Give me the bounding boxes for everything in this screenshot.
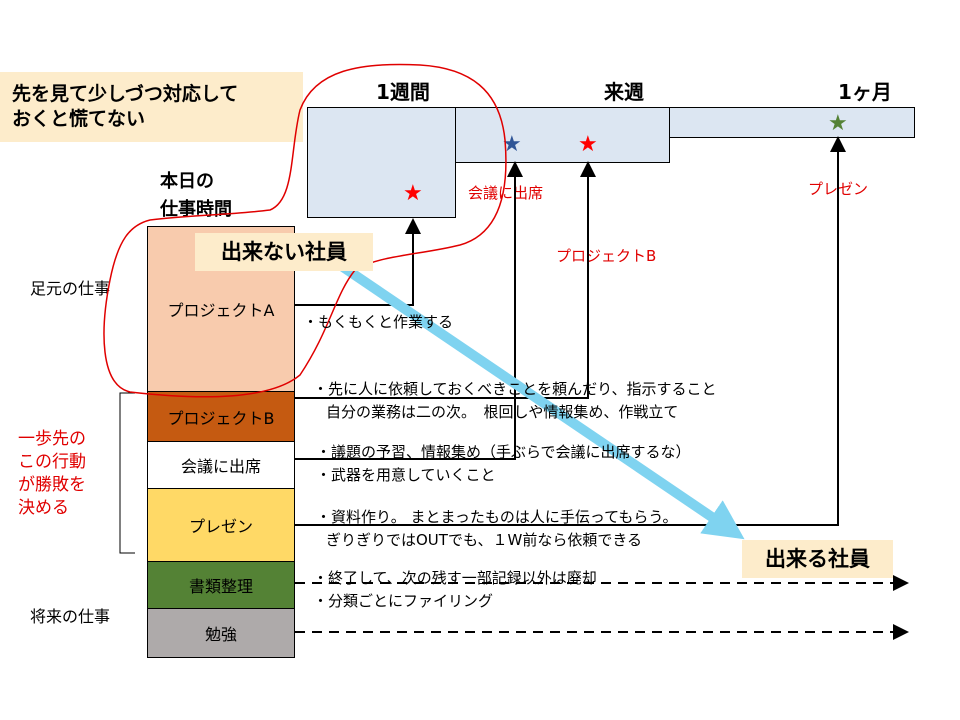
callout-box: 先を見て少しづつ対応して おくと慌てない xyxy=(0,72,303,142)
callout-line1: 先を見て少しづつ対応して xyxy=(12,83,239,105)
timeline-next-week xyxy=(455,107,670,163)
star-icon-project-b: ★ xyxy=(578,132,598,157)
label-current-work: 足元の仕事 xyxy=(30,279,111,298)
milestone-project-b: プロジェクトB xyxy=(556,247,657,265)
bracket xyxy=(119,392,135,554)
note-documents-2: ・分類ごとにファイリング xyxy=(313,592,494,610)
key-line: この行動 xyxy=(18,452,86,472)
timeline-label-month1: 1ヶ月 xyxy=(838,80,892,104)
label-good-employee: 出来る社員 xyxy=(742,540,893,578)
block-label: 書類整理 xyxy=(188,577,253,596)
label-bad-employee: 出来ない社員 xyxy=(195,233,373,271)
key-line: 一歩先の xyxy=(18,429,86,449)
arrow-project-b xyxy=(295,161,596,399)
star-icon-presentation: ★ xyxy=(828,111,848,136)
block-meeting: 会議に出席 xyxy=(147,441,295,489)
note-meeting-2: ・武器を用意していくこと xyxy=(316,466,496,484)
timeline-month1 xyxy=(669,107,915,138)
note-project-b-1: ・先に人に依頼しておくべきことを頼んだり、指示すること xyxy=(313,380,717,398)
milestone-meeting: 会議に出席 xyxy=(468,184,544,202)
note-presentation-1: ・資料作り。 まとまったものは人に手伝ってもらう。 xyxy=(316,508,678,526)
block-label: 勉強 xyxy=(204,625,237,644)
star-icon-project-a: ★ xyxy=(403,181,423,206)
label-future-work: 将来の仕事 xyxy=(30,607,111,626)
arrow-presentation xyxy=(295,136,846,526)
arrow-project-a xyxy=(295,218,421,306)
block-label: プロジェクトA xyxy=(167,301,275,320)
note-project-b-2: 自分の業務は二の次。 根回しや情報集め、作戦立て xyxy=(326,403,679,421)
timeline-label-week1: 1週間 xyxy=(376,80,430,104)
key-line: が勝敗を xyxy=(18,475,86,495)
callout-line2: おくと慌てない xyxy=(12,108,146,130)
star-icon-meeting: ★ xyxy=(502,132,522,157)
block-label: 会議に出席 xyxy=(180,457,261,476)
red-freehand-loop xyxy=(103,63,507,398)
column-title-line1: 本日の xyxy=(160,171,214,192)
block-documents: 書類整理 xyxy=(147,561,295,609)
timeline-week1 xyxy=(307,107,456,218)
block-label: プロジェクトB xyxy=(167,408,275,428)
note-presentation-2: ぎりぎりではOUTでも、１W前なら依頼できる xyxy=(326,531,643,549)
note-meeting-1: ・議題の予習、情報集め（手ぶらで会議に出席するな） xyxy=(316,443,691,461)
timeline-label-next-week: 来週 xyxy=(604,80,644,104)
block-study: 勉強 xyxy=(147,608,295,658)
arrow-meeting xyxy=(295,161,523,460)
block-project-b: プロジェクトB xyxy=(147,391,295,442)
block-label: プレゼン xyxy=(188,517,253,536)
block-presentation: プレゼン xyxy=(147,488,295,562)
blue-trend-arrow xyxy=(337,260,745,540)
note-project-a: ・もくもくと作業する xyxy=(303,313,454,331)
key-line: 決める xyxy=(18,498,69,518)
label-key-action: 一歩先の この行動 が勝敗を 決める xyxy=(18,428,86,520)
note-documents-1: ・終了して、次の残す一部記録以外は廃却 xyxy=(313,569,597,587)
